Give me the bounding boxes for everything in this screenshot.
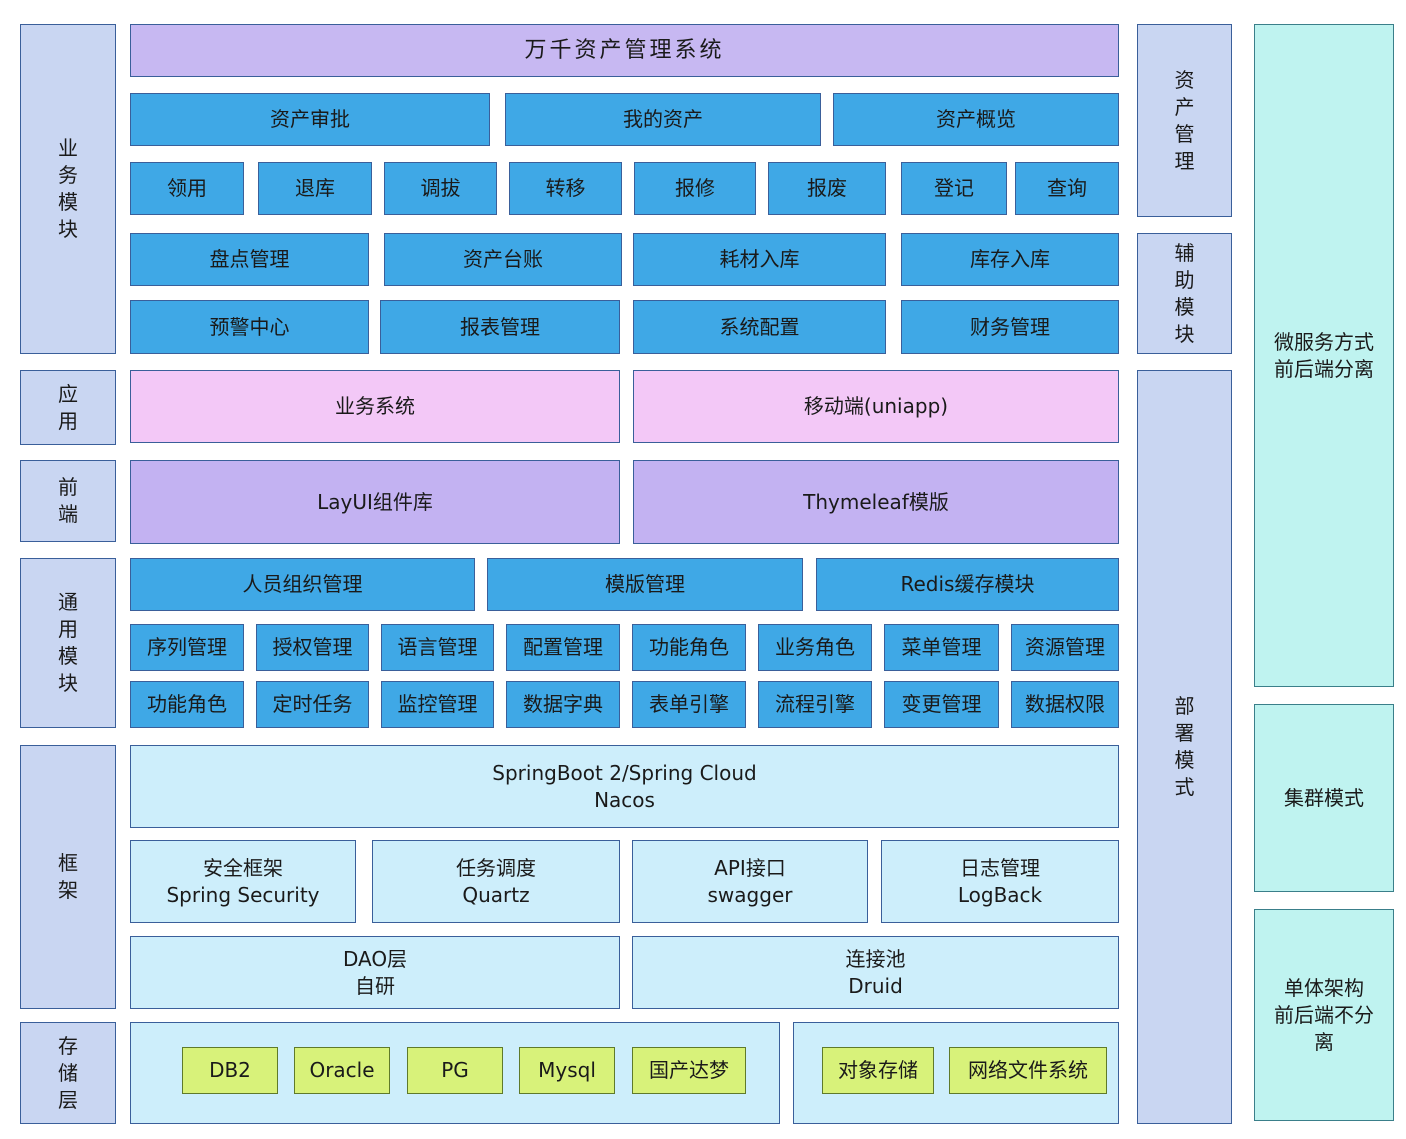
common-authorization-management: 授权管理 [256,624,369,671]
common-menu-management: 菜单管理 [884,624,999,671]
storage-db2: DB2 [182,1047,278,1094]
common-template-management: 模版管理 [487,558,803,611]
module-transfer: 转移 [509,162,622,215]
storage-pg: PG [407,1047,503,1094]
common-function-role: 功能角色 [632,624,746,671]
module-query: 查询 [1015,162,1119,215]
common-workflow-engine: 流程引擎 [758,681,872,728]
module-repair: 报修 [634,162,756,215]
module-asset-overview: 资产概览 [833,93,1119,146]
module-alert-center: 预警中心 [130,300,369,354]
common-redis-cache: Redis缓存模块 [816,558,1119,611]
common-data-permission: 数据权限 [1011,681,1119,728]
storage-network-fs: 网络文件系统 [949,1047,1107,1094]
module-register: 登记 [901,162,1007,215]
common-form-engine: 表单引擎 [632,681,746,728]
label-auxiliary-modules: 辅 助 模 块 [1137,233,1232,354]
module-asset-approval: 资产审批 [130,93,490,146]
framework-quartz: 任务调度 Quartz [372,840,620,923]
common-business-role: 业务角色 [758,624,872,671]
module-finance-management: 财务管理 [901,300,1119,354]
common-sequence-management: 序列管理 [130,624,244,671]
framework-dao: DAO层 自研 [130,936,620,1009]
common-function-role-2: 功能角色 [130,681,244,728]
module-consumables-stockin: 耗材入库 [633,233,886,286]
framework-security: 安全框架 Spring Security [130,840,356,923]
module-system-config: 系统配置 [633,300,886,354]
label-framework: 框 架 [20,745,116,1009]
module-report-management: 报表管理 [380,300,620,354]
framework-springboot: SpringBoot 2/Spring Cloud Nacos [130,745,1119,828]
common-scheduled-tasks: 定时任务 [256,681,369,728]
common-data-dictionary: 数据字典 [506,681,620,728]
label-deployment-modes: 部 署 模 式 [1137,370,1232,1124]
deploy-monolith: 单体架构 前后端不分 离 [1254,909,1394,1121]
module-stock-warehousing: 库存入库 [901,233,1119,286]
label-common-modules: 通 用 模 块 [20,558,116,728]
app-mobile-uniapp: 移动端(uniapp) [633,370,1119,443]
frontend-thymeleaf: Thymeleaf模版 [633,460,1119,544]
module-return: 退库 [258,162,372,215]
module-claim: 领用 [130,162,244,215]
framework-druid: 连接池 Druid [632,936,1119,1009]
label-business-modules: 业 务 模 块 [20,24,116,354]
label-asset-management: 资 产 管 理 [1137,24,1232,217]
module-asset-ledger: 资产台账 [384,233,622,286]
common-org-management: 人员组织管理 [130,558,475,611]
framework-swagger: API接口 swagger [632,840,868,923]
module-scrap: 报废 [768,162,886,215]
app-business-system: 业务系统 [130,370,620,443]
module-allocation: 调拔 [384,162,497,215]
storage-object-storage: 对象存储 [822,1047,934,1094]
common-resource-management: 资源管理 [1011,624,1119,671]
common-change-management: 变更管理 [884,681,999,728]
label-application: 应 用 [20,370,116,445]
storage-mysql: Mysql [519,1047,615,1094]
frontend-layui: LayUI组件库 [130,460,620,544]
label-frontend: 前 端 [20,460,116,542]
module-my-assets: 我的资产 [505,93,821,146]
common-language-management: 语言管理 [381,624,494,671]
common-config-management: 配置管理 [506,624,620,671]
deploy-cluster: 集群模式 [1254,704,1394,892]
module-inventory-check: 盘点管理 [130,233,369,286]
deploy-microservice: 微服务方式 前后端分离 [1254,24,1394,687]
framework-logback: 日志管理 LogBack [881,840,1119,923]
common-monitoring: 监控管理 [381,681,494,728]
storage-oracle: Oracle [294,1047,390,1094]
label-storage-layer: 存 储 层 [20,1022,116,1124]
storage-dameng: 国产达梦 [632,1047,746,1094]
system-title: 万千资产管理系统 [130,24,1119,77]
